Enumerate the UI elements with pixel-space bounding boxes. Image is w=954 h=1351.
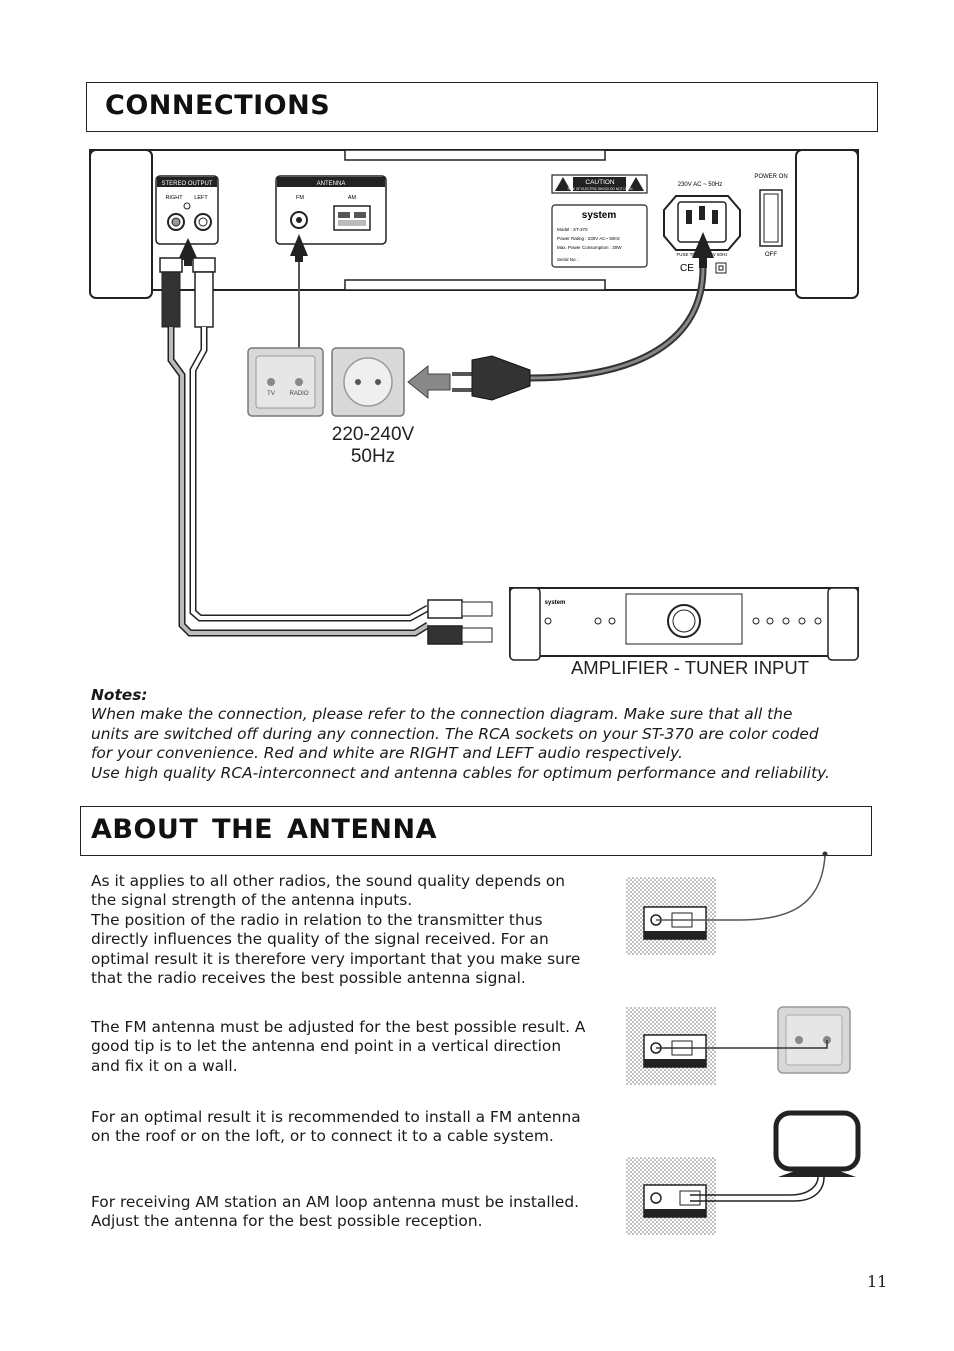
antenna-heading-box: ABOUT THE ANTENNA [80,806,872,856]
paragraph-line: directly influences the quality of the s… [91,930,549,949]
paragraph-line: good tip is to let the antenna end point… [91,1037,562,1056]
rating-brand: system [582,210,617,221]
left-label: LEFT [194,195,208,201]
amp-label: AMPLIFIER - TUNER INPUT [571,657,809,678]
paragraph-line: As it applies to all other radios, the s… [91,872,566,890]
wall-power-socket [331,347,405,417]
paragraph-line: The FM antenna must be adjusted for the … [91,1018,586,1036]
voltage-label: 220-240V [332,424,415,445]
antenna-block: ANTENNA FM AM [275,175,387,245]
notes-line: units are switched off during any connec… [91,724,819,743]
am-label: AM [348,195,357,201]
connections-title: CONNECTIONS [105,90,331,121]
arrow-plug [407,364,451,400]
wire-antenna-illustration [626,851,828,955]
paragraph-line: on the roof or on the loft, or to connec… [91,1127,554,1146]
notes-line: When make the connection, please refer t… [91,705,793,724]
arrow-fm [290,234,308,262]
notes-title: Notes: [91,686,148,704]
caution-text: CAUTION [585,179,615,186]
paragraph-line: For an optimal result it is recommended … [91,1108,581,1126]
caution-label: CAUTION RISK OF ELECTRIC SHOCK DO NOT OP… [551,174,648,194]
page-number: 11 [867,1272,888,1291]
rating-max: Max. Power Consumption : 30W [557,245,622,250]
rating-model: Model : ST-370 [557,227,588,232]
paragraph-line: optimal result it is therefore very impo… [91,949,581,968]
notes-block: Notes: When make the connection, please … [91,686,881,783]
power-switch: POWER ON OFF [754,174,787,258]
stereo-output-block: STEREO OUTPUT RIGHT LEFT [155,175,219,245]
paragraph-line: that the radio receives the best possibl… [91,969,526,988]
fm-label: FM [296,195,304,201]
notes-line: Use high quality RCA-interconnect and an… [91,763,830,782]
frequency-label: 50Hz [351,446,395,467]
paragraph-line: Adjust the antenna for the best possible… [91,1212,483,1231]
rating-serial: Serial No. : [557,257,579,262]
antenna-illustrations [626,851,861,1235]
paragraph-line: and fix it on a wall. [91,1056,238,1075]
antenna-paragraph-3: For an optimal result it is recommended … [91,1108,601,1147]
antenna-paragraph-4: For receiving AM station an AM loop ante… [91,1193,601,1232]
power-plug [452,355,531,401]
power-off-label: OFF [765,252,777,258]
connection-diagram: STEREO OUTPUT RIGHT LEFT ANTENNA FM AM C… [89,149,859,678]
right-label: RIGHT [165,195,183,201]
wall-outlet-illustration [626,1006,851,1085]
wall-antenna-socket: TV RADIO [247,347,324,417]
antenna-panel-label: ANTENNA [317,181,346,187]
rca-cables [167,327,430,637]
paragraph-line: For receiving AM station an AM loop ante… [91,1193,580,1211]
amp-brand: system [545,600,566,606]
connections-heading-box: CONNECTIONS [86,82,878,132]
rating-power: Power Rating : 230V AC~ 50Hz [557,236,621,241]
antenna-paragraph-2: The FM antenna must be adjusted for the … [91,1018,611,1076]
paragraph-line: the signal strength of the antenna input… [91,891,413,910]
wall-radio-label: RADIO [289,391,308,397]
wall-tv-label: TV [267,391,275,397]
unit-rear-panel [89,149,859,299]
ce-mark: CE [680,263,694,274]
amp-rca-plugs [427,599,493,645]
paragraph-line: The position of the radio in relation to… [91,910,543,929]
notes-line: for your convenience. Red and white are … [91,744,683,763]
arrow-ac [692,232,714,268]
caution-sub-text: RISK OF ELECTRIC SHOCK DO NOT OPEN [568,187,633,191]
antenna-paragraph-1: As it applies to all other radios, the s… [91,872,589,988]
power-label: POWER ON [754,174,787,180]
rating-label: system Model : ST-370 Power Rating : 230… [551,204,648,268]
am-loop-illustration [626,1110,861,1235]
amplifier-unit: system [509,587,859,661]
stereo-output-label: STEREO OUTPUT [161,181,212,187]
ac-rating-label: 230V AC ~ 50Hz [678,182,723,188]
antenna-title: ABOUT THE ANTENNA [91,814,437,845]
